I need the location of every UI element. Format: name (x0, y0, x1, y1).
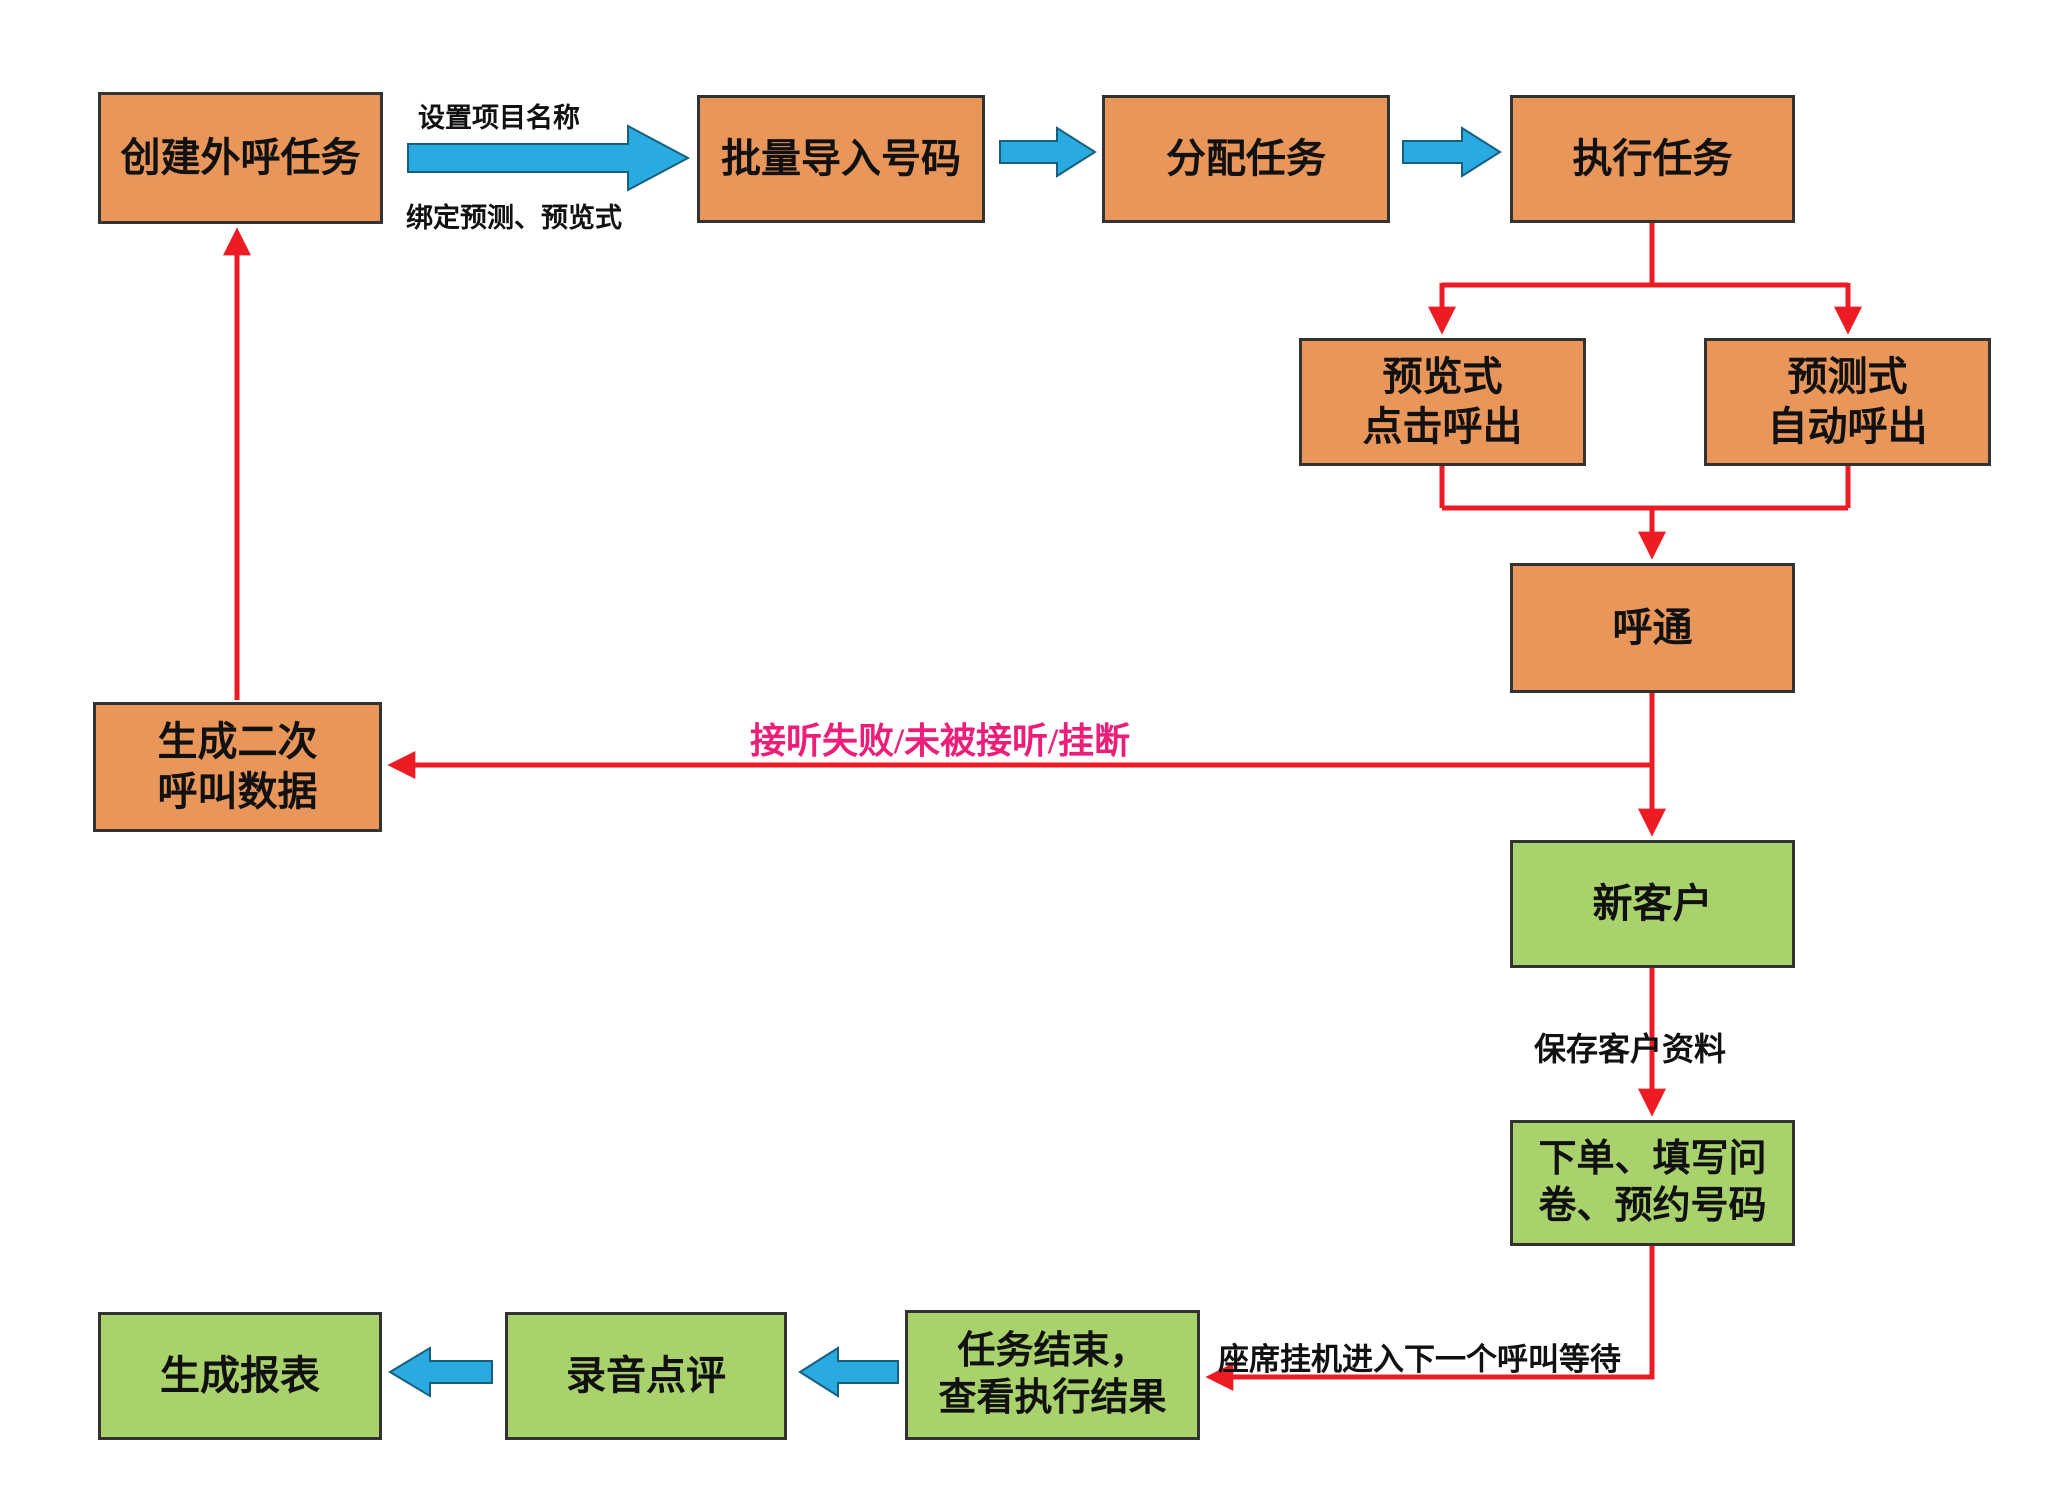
flow-box-task-end: 任务结束， 查看执行结果 (905, 1310, 1200, 1440)
flow-box-generate-report: 生成报表 (98, 1312, 382, 1440)
connector-execute-branch (1442, 223, 1848, 288)
flow-box-assign-task: 分配任务 (1102, 95, 1390, 223)
flow-box-new-customer: 新客户 (1510, 840, 1795, 968)
flow-box-execute-task: 执行任务 (1510, 95, 1795, 223)
flow-box-predictive-call: 预测式 自动呼出 (1704, 338, 1991, 466)
arrow-import-to-assign (999, 126, 1097, 178)
edge-label-agent-hangup-next: 座席挂机进入下一个呼叫等待 (1218, 1342, 1621, 1377)
arrow-taskend-to-recording (798, 1346, 899, 1398)
flow-box-call-connected: 呼通 (1510, 563, 1795, 693)
flow-box-preview-call: 预览式 点击呼出 (1299, 338, 1586, 466)
flow-box-order-questionnaire: 下单、填写问 卷、预约号码 (1510, 1120, 1795, 1246)
arrow-order-to-taskend (1205, 1246, 1655, 1391)
flow-box-create-task: 创建外呼任务 (98, 92, 383, 224)
edge-label-set-project-name: 设置项目名称 (418, 103, 580, 133)
edge-label-answer-failed: 接听失败/未被接听/挂断 (750, 721, 1131, 761)
flow-box-recording-review: 录音点评 (505, 1312, 787, 1440)
edge-label-save-customer-info: 保存客户资料 (1534, 1031, 1727, 1067)
arrow-recording-to-report (388, 1346, 493, 1398)
flow-box-second-call-data: 生成二次 呼叫数据 (93, 702, 382, 832)
edge-label-bind-modes: 绑定预测、预览式 (406, 203, 622, 233)
flow-box-import-numbers: 批量导入号码 (697, 95, 985, 223)
arrow-create-to-import (407, 124, 691, 192)
connector-merge-to-connected (1439, 466, 1851, 511)
arrow-assign-to-execute (1402, 126, 1502, 178)
